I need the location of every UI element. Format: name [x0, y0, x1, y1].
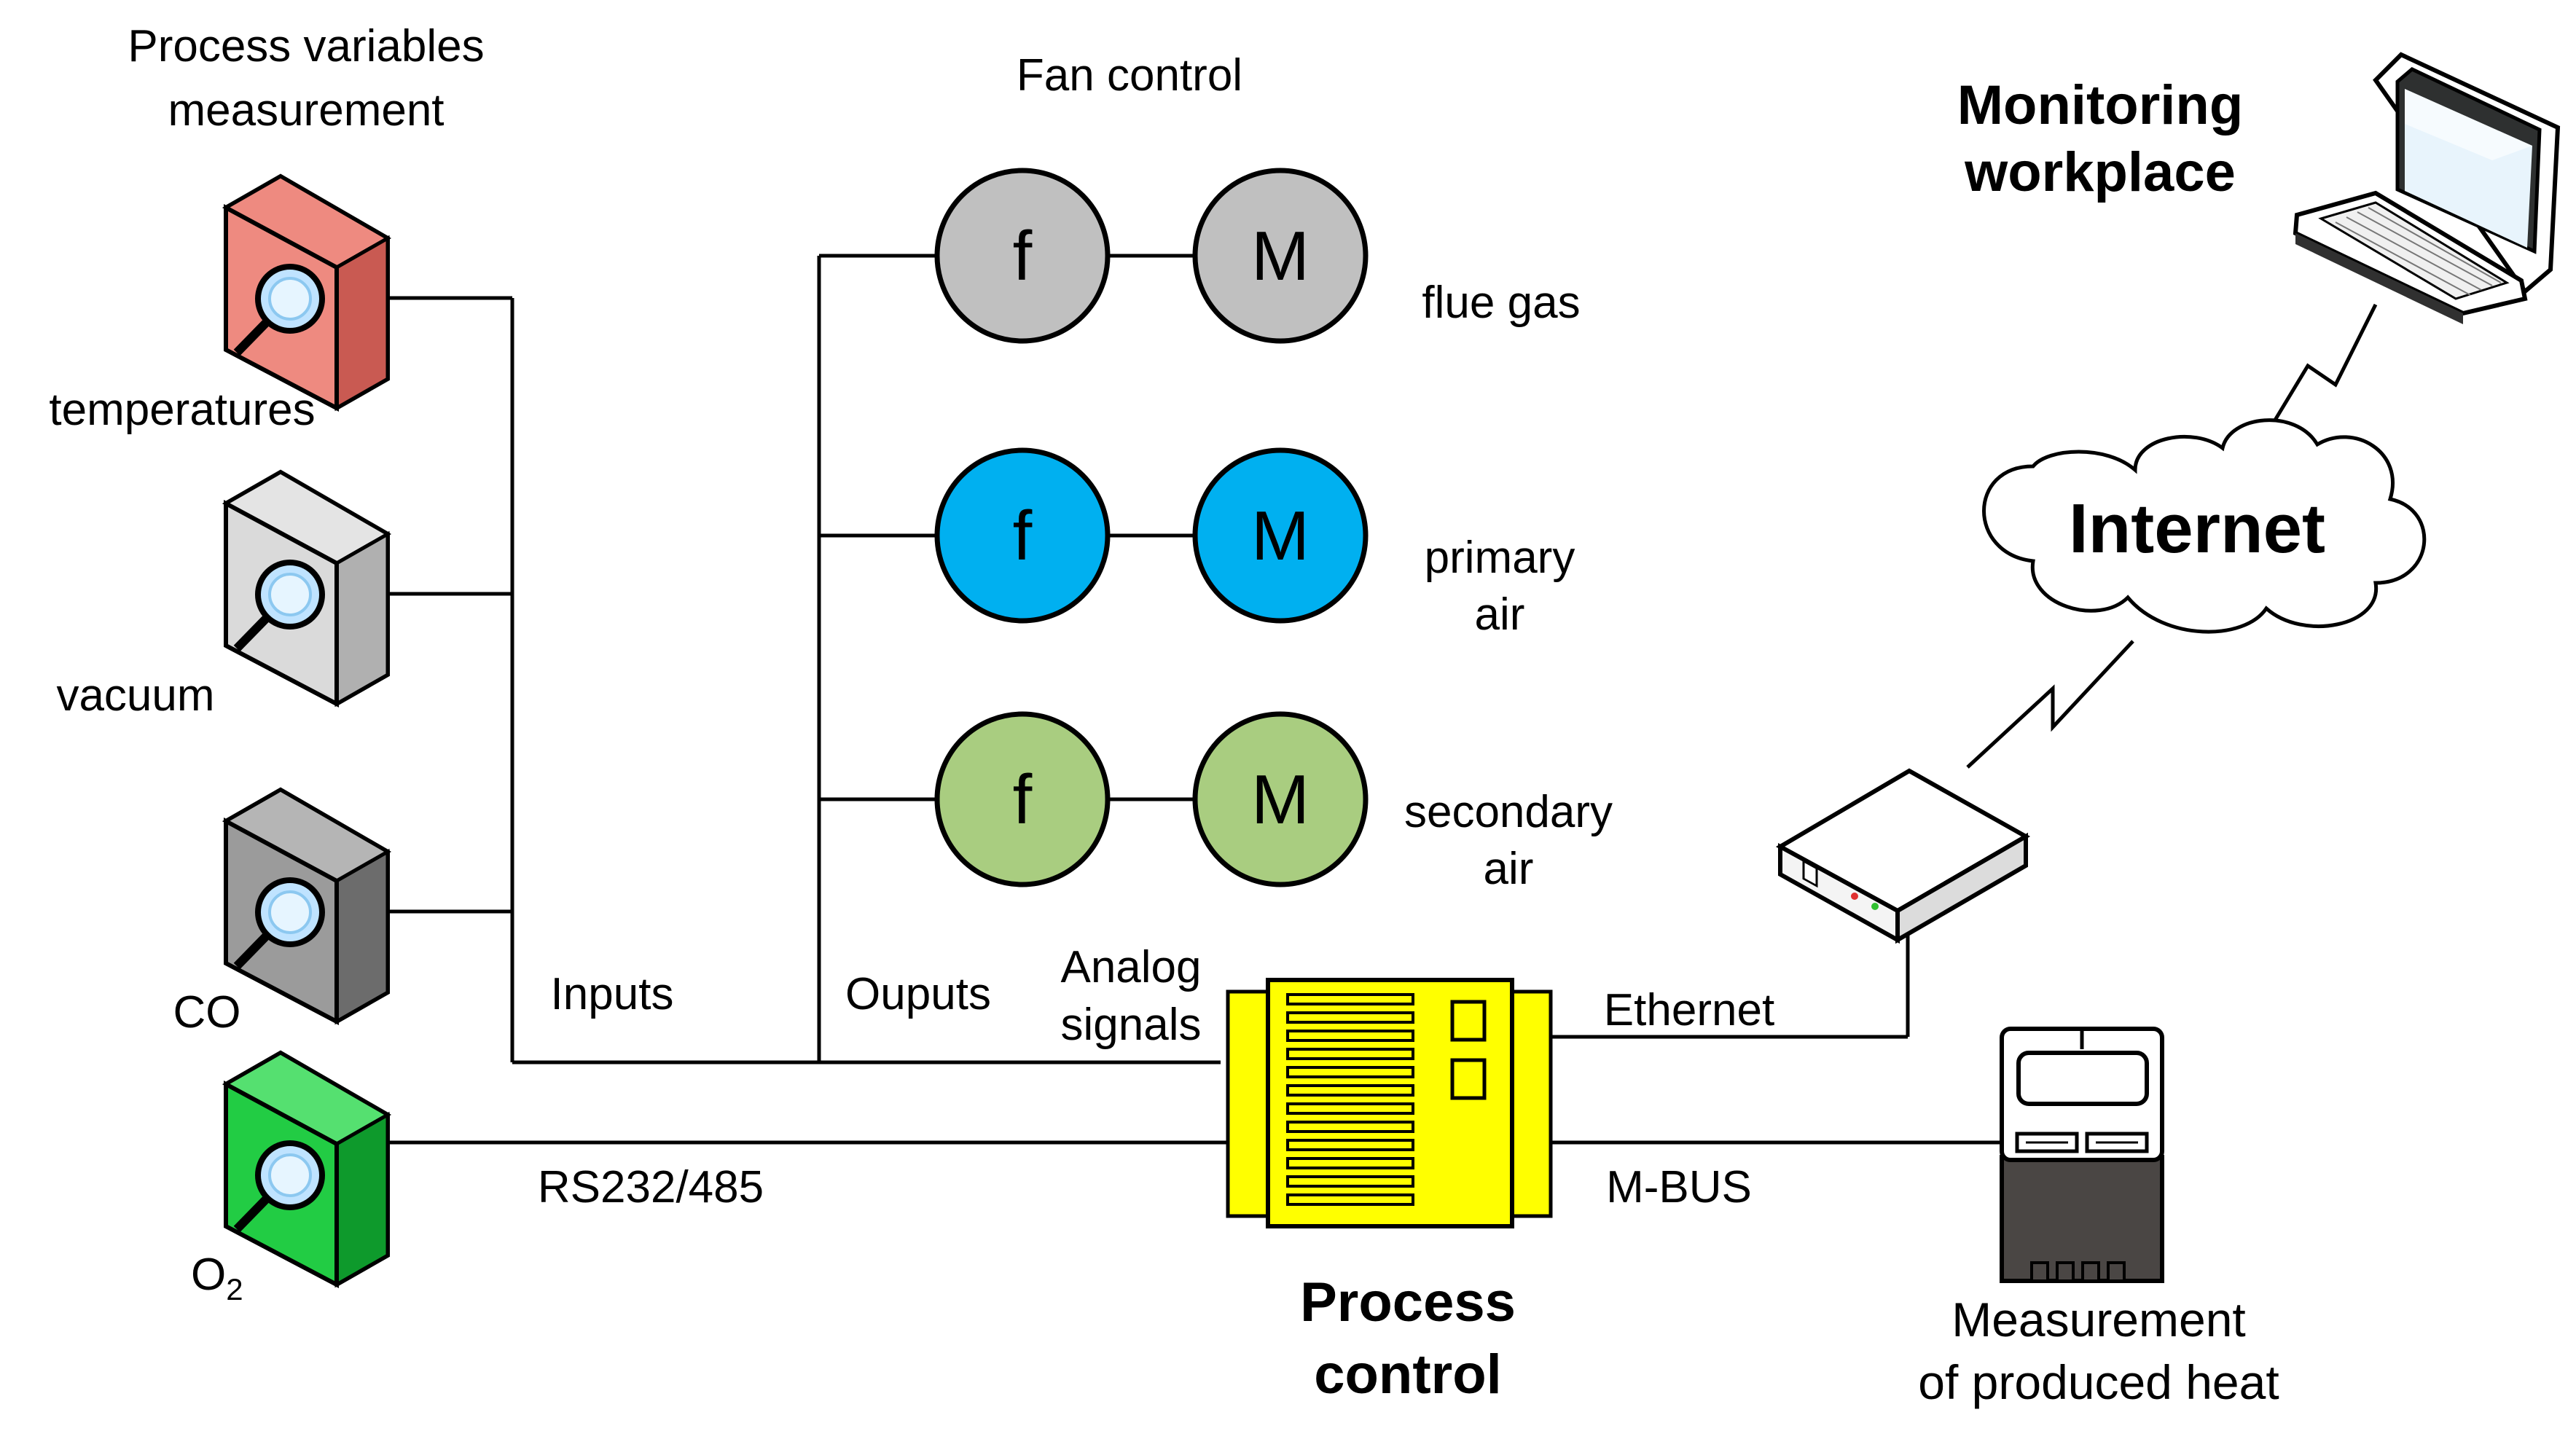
fan-secondary-air: f M secondary air [934, 711, 1613, 894]
motor-icon [1192, 168, 1369, 344]
motor-label: M [1251, 217, 1309, 295]
frequency-converter-label: f [1013, 217, 1033, 295]
fan-label-flue-gas: flue gas [1422, 278, 1580, 328]
analog-signals-label-line2: signals [1061, 1000, 1202, 1050]
fan-flue-gas: f M flue gas [934, 168, 1581, 344]
process-variables-title-line2: measurement [168, 85, 444, 136]
mbus-label: M-BUS [1606, 1162, 1752, 1212]
outputs-label: Ouputs [845, 969, 991, 1019]
motor-icon [1192, 447, 1369, 624]
fan-label-secondary-line1: secondary [1404, 787, 1613, 837]
internet-cloud: Internet [1982, 418, 2427, 634]
cloud-icon [1982, 418, 2427, 634]
frequency-converter-icon [934, 447, 1111, 624]
heat-measurement-title-line1: Measurement [1951, 1293, 2246, 1346]
fan-label-secondary-line2: air [1484, 844, 1534, 894]
frequency-converter-label: f [1013, 497, 1033, 575]
sensor-label-temperatures: temperatures [49, 385, 315, 435]
motor-label: M [1251, 497, 1309, 575]
wires [388, 254, 2378, 1145]
ethernet-label: Ethernet [1604, 985, 1774, 1035]
monitoring-title-line2: workplace [1964, 141, 2236, 203]
fan-control-title: Fan control [1017, 50, 1242, 101]
motor-icon [1192, 711, 1369, 887]
analog-signals-label-line1: Analog [1060, 942, 1201, 992]
sensor-label-o2-main: O [191, 1250, 226, 1300]
frequency-converter-icon [934, 168, 1111, 344]
laptop [2293, 52, 2561, 324]
sensor-temperatures: temperatures [49, 173, 392, 435]
heat-measurement-title-line2: of produced heat [1918, 1355, 2279, 1409]
sensor-co: CO [173, 787, 392, 1038]
sensor-o2: O2 [191, 1050, 392, 1306]
sensor-label-o2: O2 [191, 1250, 243, 1306]
controller-terminal-strips [1286, 993, 1414, 1206]
fan-primary-air: f M primary air [934, 447, 1575, 640]
monitoring-title-line1: Monitoring [1957, 74, 2244, 136]
inputs-label: Inputs [551, 969, 674, 1019]
sensor-label-vacuum: vacuum [56, 670, 214, 721]
process-controller [1226, 978, 1553, 1228]
internet-label: Internet [2069, 490, 2325, 568]
fan-label-primary-line1: primary [1425, 533, 1575, 583]
router [1775, 768, 2031, 944]
router-icon [1895, 832, 2028, 944]
sensor-label-o2-sub: 2 [226, 1272, 243, 1306]
sensor-vacuum: vacuum [56, 469, 392, 721]
process-control-title-line1: Process [1300, 1271, 1516, 1333]
frequency-converter-icon [934, 711, 1111, 887]
frequency-converter-label: f [1013, 761, 1033, 839]
process-control-title-line2: control [1314, 1344, 1502, 1405]
fan-label-primary-line2: air [1475, 589, 1525, 640]
sensor-label-co: CO [173, 987, 241, 1038]
heat-meter [2000, 1027, 2164, 1283]
process-variables-title-line1: Process variables [128, 21, 484, 71]
motor-label: M [1251, 761, 1309, 839]
rs232-label: RS232/485 [538, 1162, 764, 1212]
